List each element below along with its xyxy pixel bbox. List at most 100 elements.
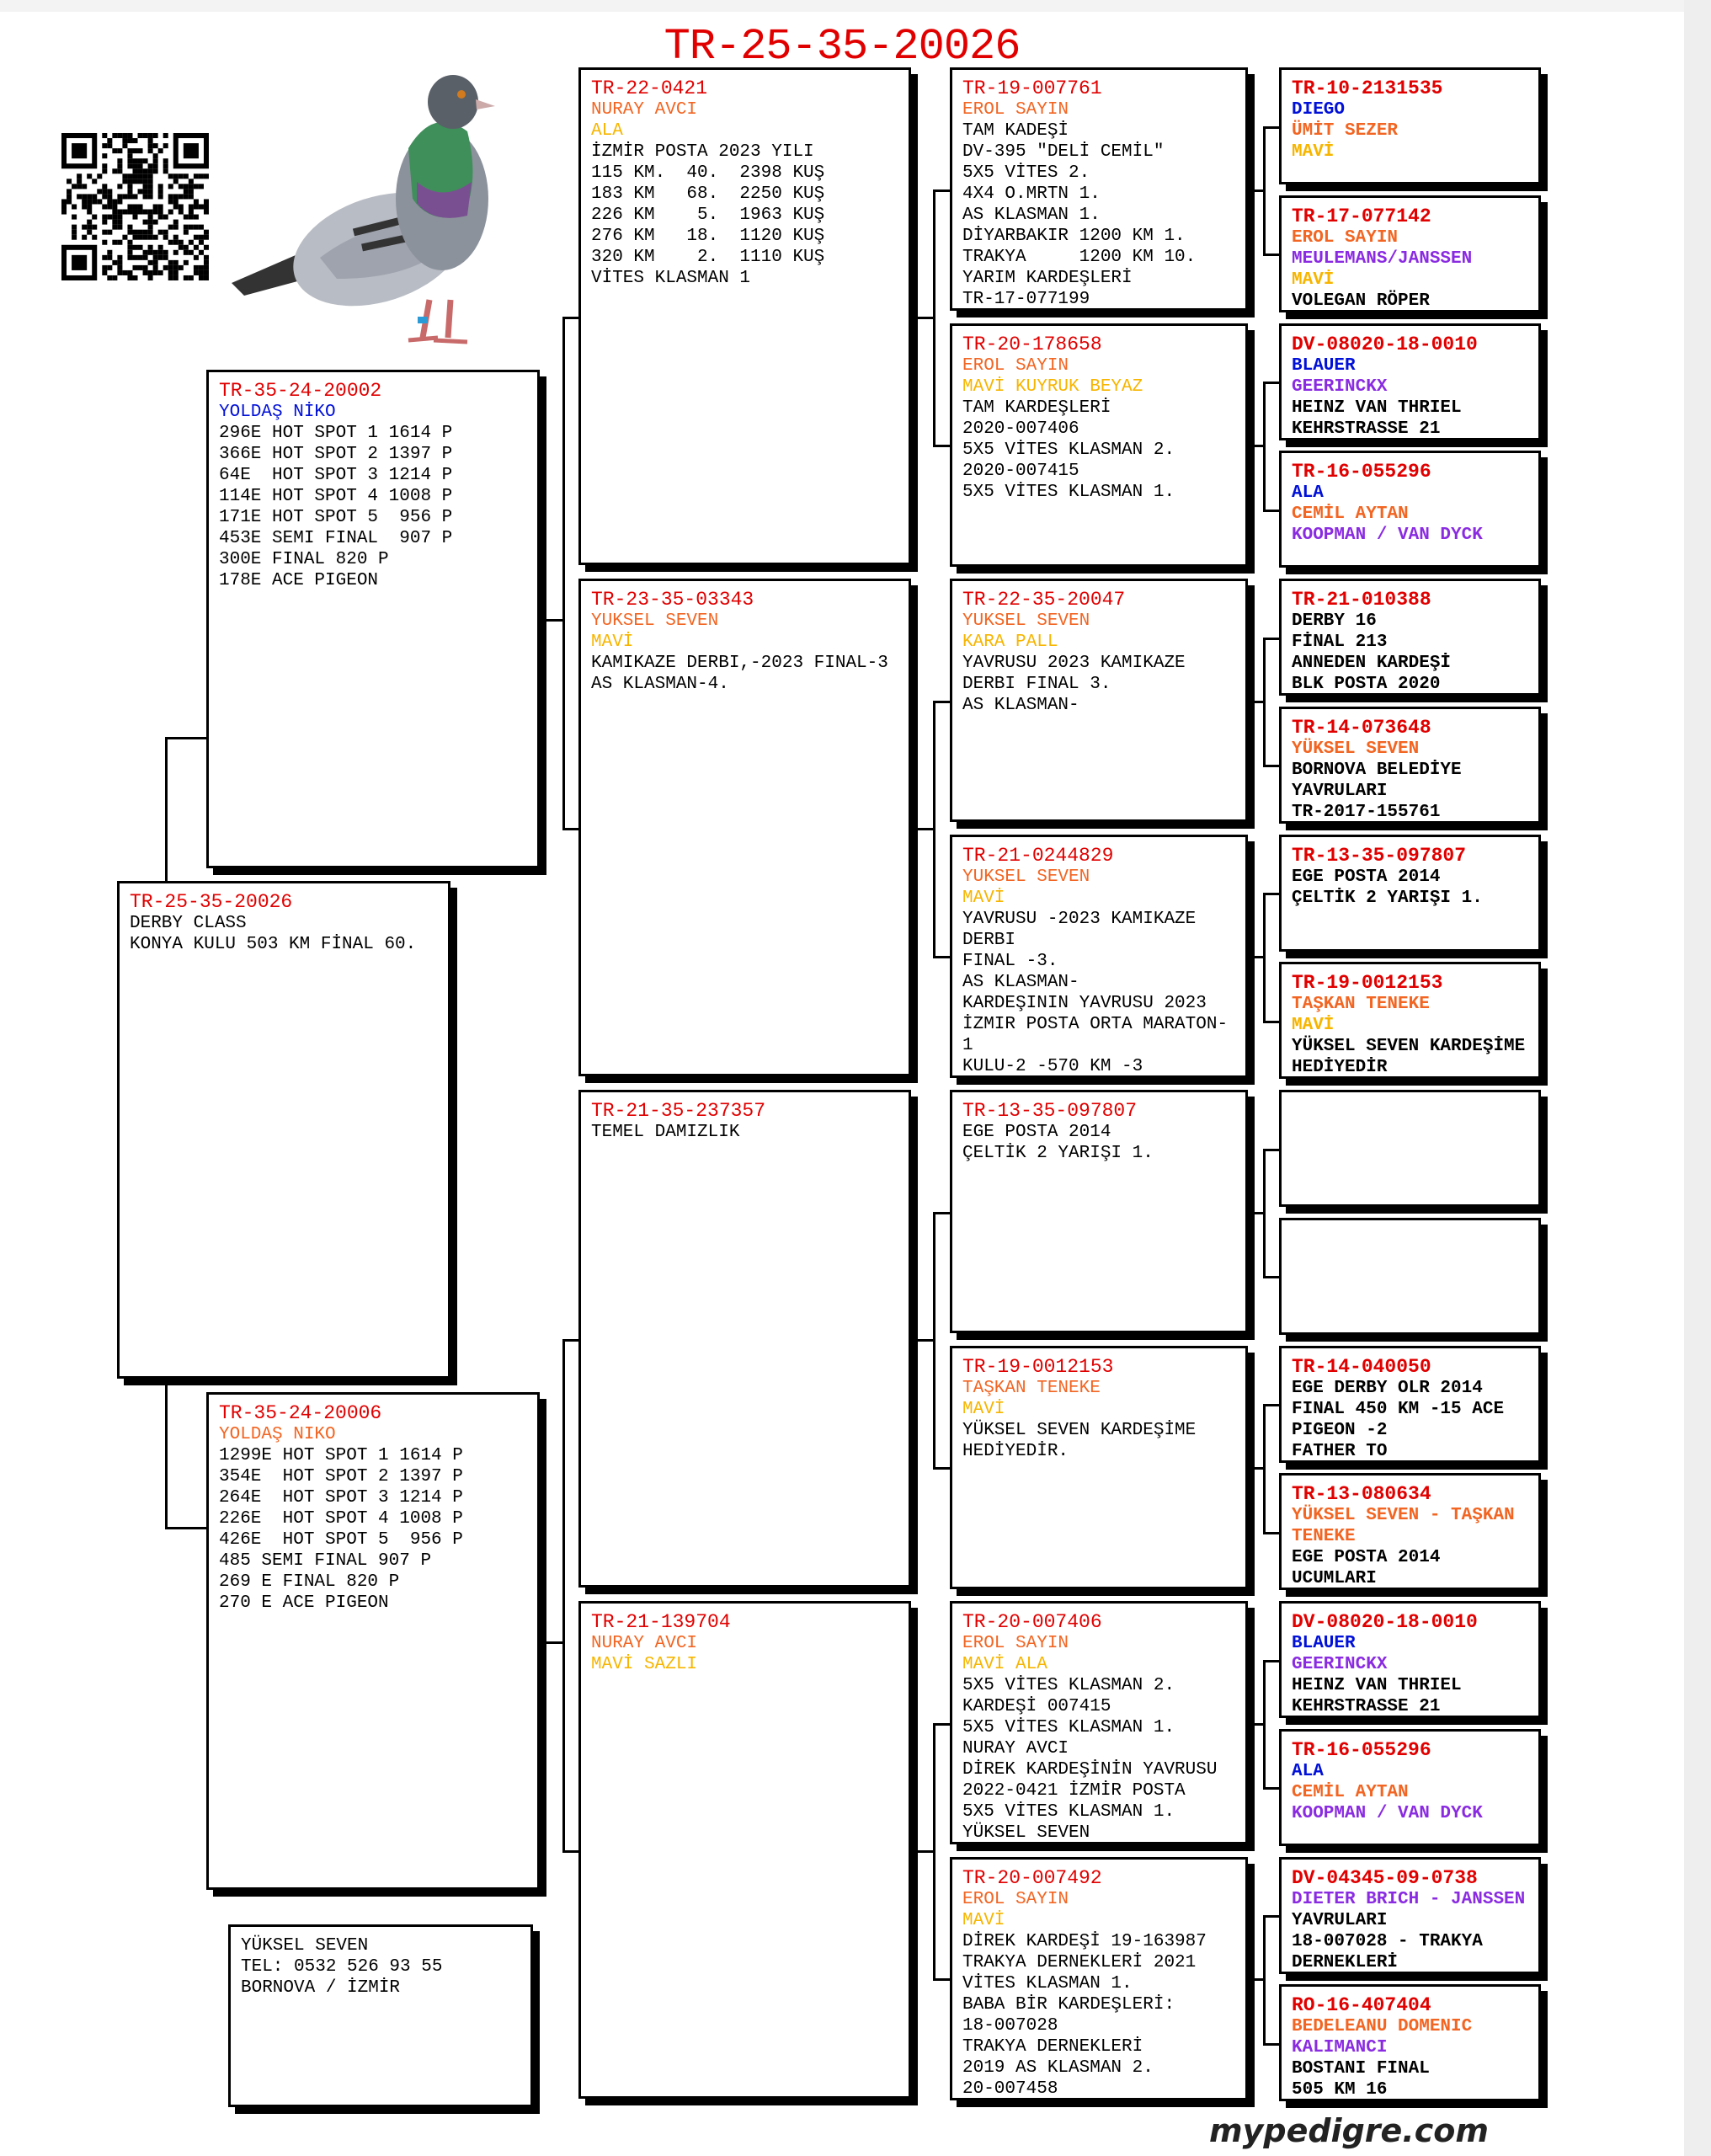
connector-line bbox=[562, 1849, 578, 1853]
connector-line bbox=[1263, 125, 1279, 129]
info-line: TRAKYA DERNEKLERİ bbox=[962, 2037, 1143, 2057]
info-line: BORNOVA / İZMİR bbox=[241, 1978, 401, 1998]
ring-number: TR-14-040050 bbox=[1292, 1356, 1431, 1378]
info-line: KOOPMAN / VAN DYCK bbox=[1292, 1804, 1483, 1823]
info-line: ÜMİT SEZER bbox=[1292, 121, 1399, 141]
info-line: MAVİ bbox=[1292, 270, 1335, 290]
site-watermark[interactable]: mypedigre.com bbox=[1209, 2112, 1489, 2149]
info-line: YARIM KARDEŞLERİ bbox=[962, 269, 1133, 288]
info-line: YÜKSEL SEVEN KARDEŞİME bbox=[962, 1421, 1197, 1440]
connector-line bbox=[933, 189, 950, 192]
pigeon-card-great-great-grandparent[interactable] bbox=[1279, 1090, 1541, 1207]
info-line: KARA PALL bbox=[962, 632, 1058, 652]
connector-line bbox=[1248, 189, 1266, 192]
info-line: TAŞKAN TENEKE bbox=[1292, 995, 1430, 1014]
info-line: KARDEŞININ YAVRUSU 2023 bbox=[962, 994, 1207, 1013]
info-line: DERBI bbox=[962, 931, 1016, 950]
connector-line bbox=[1263, 253, 1279, 257]
info-line: YUKSEL SEVEN bbox=[962, 867, 1090, 887]
info-line: 300E FINAL 820 P bbox=[219, 550, 389, 569]
connector-line bbox=[1263, 1787, 1279, 1790]
info-line: DIEGO bbox=[1292, 100, 1346, 120]
info-line: 2022-0421 İZMİR POSTA bbox=[962, 1781, 1186, 1801]
info-line: 296E HOT SPOT 1 1614 P bbox=[219, 424, 453, 443]
info-line: TENEKE bbox=[1292, 1527, 1356, 1546]
info-line: AS KLASMAN 1. bbox=[962, 205, 1101, 225]
info-line: 269 E FINAL 820 P bbox=[219, 1572, 400, 1592]
info-line: TAŞKAN TENEKE bbox=[962, 1379, 1101, 1398]
info-line: 5X5 VİTES KLASMAN 2. bbox=[962, 1676, 1175, 1695]
info-line: 485 SEMI FINAL 907 P bbox=[219, 1551, 432, 1571]
info-line: BLAUER bbox=[1292, 356, 1356, 376]
info-line: TRAKYA 1200 KM 10. bbox=[962, 248, 1197, 267]
info-line: CEMİL AYTAN bbox=[1292, 1783, 1409, 1802]
pigeon-card-great-great-grandparent[interactable] bbox=[1279, 1218, 1541, 1335]
info-line: YOLDAŞ NİKO bbox=[219, 403, 336, 422]
info-line: İZMİR POSTA 2023 YILI bbox=[591, 142, 814, 162]
info-line: 226E HOT SPOT 4 1008 P bbox=[219, 1509, 463, 1529]
ring-number: DV-04345-09-0738 bbox=[1292, 1867, 1478, 1889]
connector-line bbox=[1248, 1211, 1266, 1214]
ring-number: TR-21-010388 bbox=[1292, 589, 1431, 611]
connector-line bbox=[1263, 382, 1279, 384]
connector-line bbox=[540, 619, 565, 622]
info-line: EROL SAYIN bbox=[1292, 228, 1399, 248]
connector-line bbox=[1263, 509, 1279, 512]
info-line: 5X5 VİTES KLASMAN 2. bbox=[962, 440, 1175, 460]
info-line: TEL: 0532 526 93 55 bbox=[241, 1957, 443, 1977]
connector-line bbox=[933, 1467, 950, 1470]
ring-number: TR-21-35-237357 bbox=[591, 1100, 766, 1122]
info-line: 2020-007415 bbox=[962, 462, 1079, 481]
ring-number: TR-13-35-097807 bbox=[1292, 845, 1467, 867]
info-line: 505 KM 16 bbox=[1292, 2080, 1388, 2100]
info-line: BABA BİR KARDEŞLERİ: bbox=[962, 1995, 1175, 2015]
info-line: EROL SAYIN bbox=[962, 1634, 1069, 1653]
connector-line bbox=[1263, 637, 1279, 640]
info-line: 320 KM 2. 1110 KUŞ bbox=[591, 248, 825, 267]
info-line: 264E HOT SPOT 3 1214 P bbox=[219, 1488, 463, 1508]
info-line: YUKSEL SEVEN bbox=[962, 611, 1090, 631]
connector-line bbox=[933, 1211, 935, 1467]
info-line: FINAL 450 KM -15 ACE bbox=[1292, 1400, 1505, 1419]
page-right-margin bbox=[1684, 0, 1711, 2156]
page-top-margin bbox=[0, 0, 1711, 12]
connector-line bbox=[911, 1338, 935, 1342]
connector-line bbox=[933, 1722, 950, 1726]
qr-code-icon[interactable] bbox=[61, 133, 209, 280]
connector-line bbox=[933, 189, 935, 445]
connector-line bbox=[165, 1527, 207, 1529]
connector-line bbox=[1263, 2042, 1279, 2046]
ring-number: TR-23-35-03343 bbox=[591, 589, 754, 611]
info-line: BLAUER bbox=[1292, 1634, 1356, 1653]
